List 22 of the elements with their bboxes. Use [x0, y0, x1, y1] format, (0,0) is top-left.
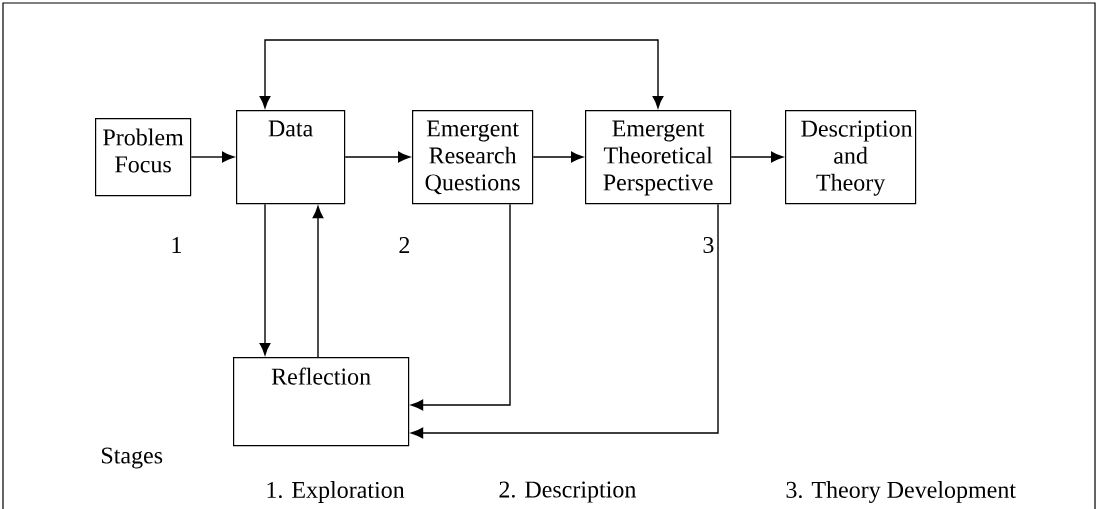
arrow [532, 151, 584, 163]
arrow [259, 203, 271, 356]
stage-label: 3. Theory Development [786, 481, 1016, 503]
arrow [411, 203, 511, 411]
arrow [190, 151, 235, 163]
stages-heading: Stages [102, 447, 163, 469]
stage-number: 1 [172, 237, 181, 253]
process-box: Problem Focus [95, 118, 192, 197]
arrow [411, 203, 719, 439]
process-box: Emergent Theoretical Perspective [585, 110, 732, 205]
arrow [344, 151, 411, 163]
stage-number: 2 [399, 237, 410, 253]
process-box: Description and Theory [785, 110, 917, 205]
arrow [312, 206, 324, 358]
arrow [259, 39, 664, 109]
stage-label: 1. Exploration [267, 481, 405, 503]
process-box: Emergent Research Questions [412, 110, 534, 205]
process-box: Data [236, 110, 346, 205]
stage-number: 3 [703, 236, 714, 254]
process-box: Reflection [233, 357, 410, 447]
arrow [730, 151, 784, 163]
stage-label: 2. Description [499, 481, 636, 503]
